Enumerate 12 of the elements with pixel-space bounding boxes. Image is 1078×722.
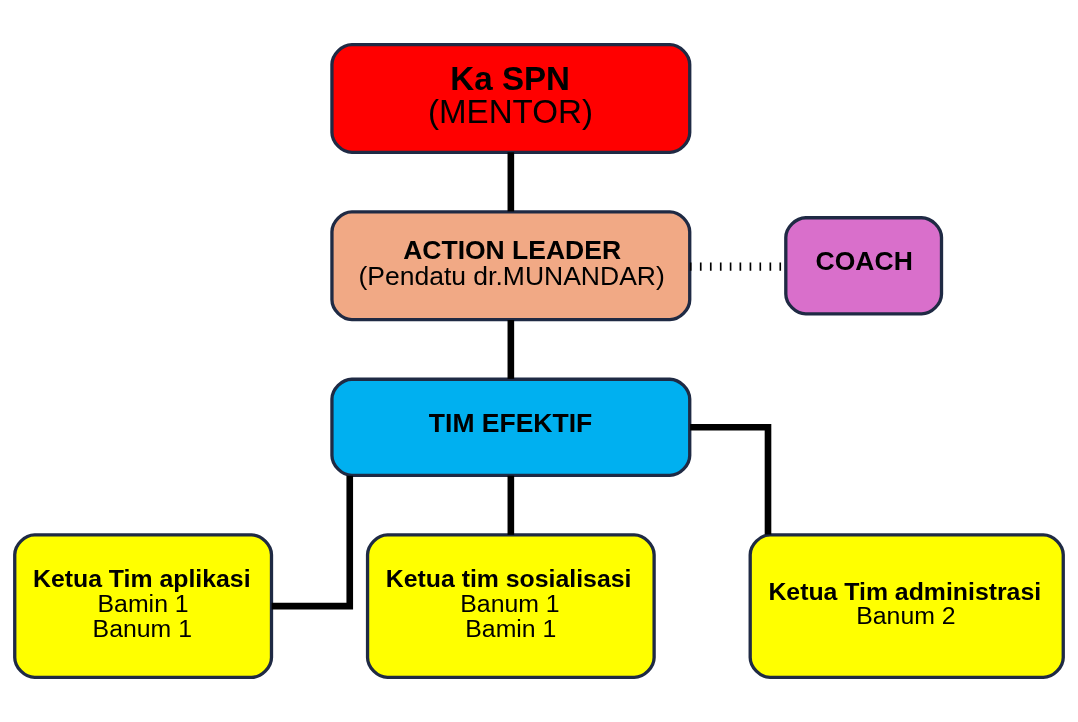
node-box: TIM EFEKTIF bbox=[330, 377, 692, 477]
node-box: Ka SPN (MENTOR) bbox=[330, 42, 692, 154]
connector bbox=[507, 152, 515, 212]
connector bbox=[507, 475, 515, 535]
node-box: Ketua Tim administrasi Banum 2 bbox=[748, 533, 1065, 680]
node-box: ACTION LEADER (Pendatu dr.MUNANDAR) bbox=[330, 210, 692, 322]
node-box: Ketua tim sosialisasi Banum 1 Bamin 1 bbox=[365, 533, 656, 680]
connector bbox=[271, 475, 354, 610]
connector bbox=[690, 423, 772, 535]
connector bbox=[507, 320, 515, 379]
node-box: Ketua Tim aplikasi Bamin 1 Banum 1 bbox=[13, 533, 274, 680]
node-box: COACH bbox=[784, 216, 944, 316]
